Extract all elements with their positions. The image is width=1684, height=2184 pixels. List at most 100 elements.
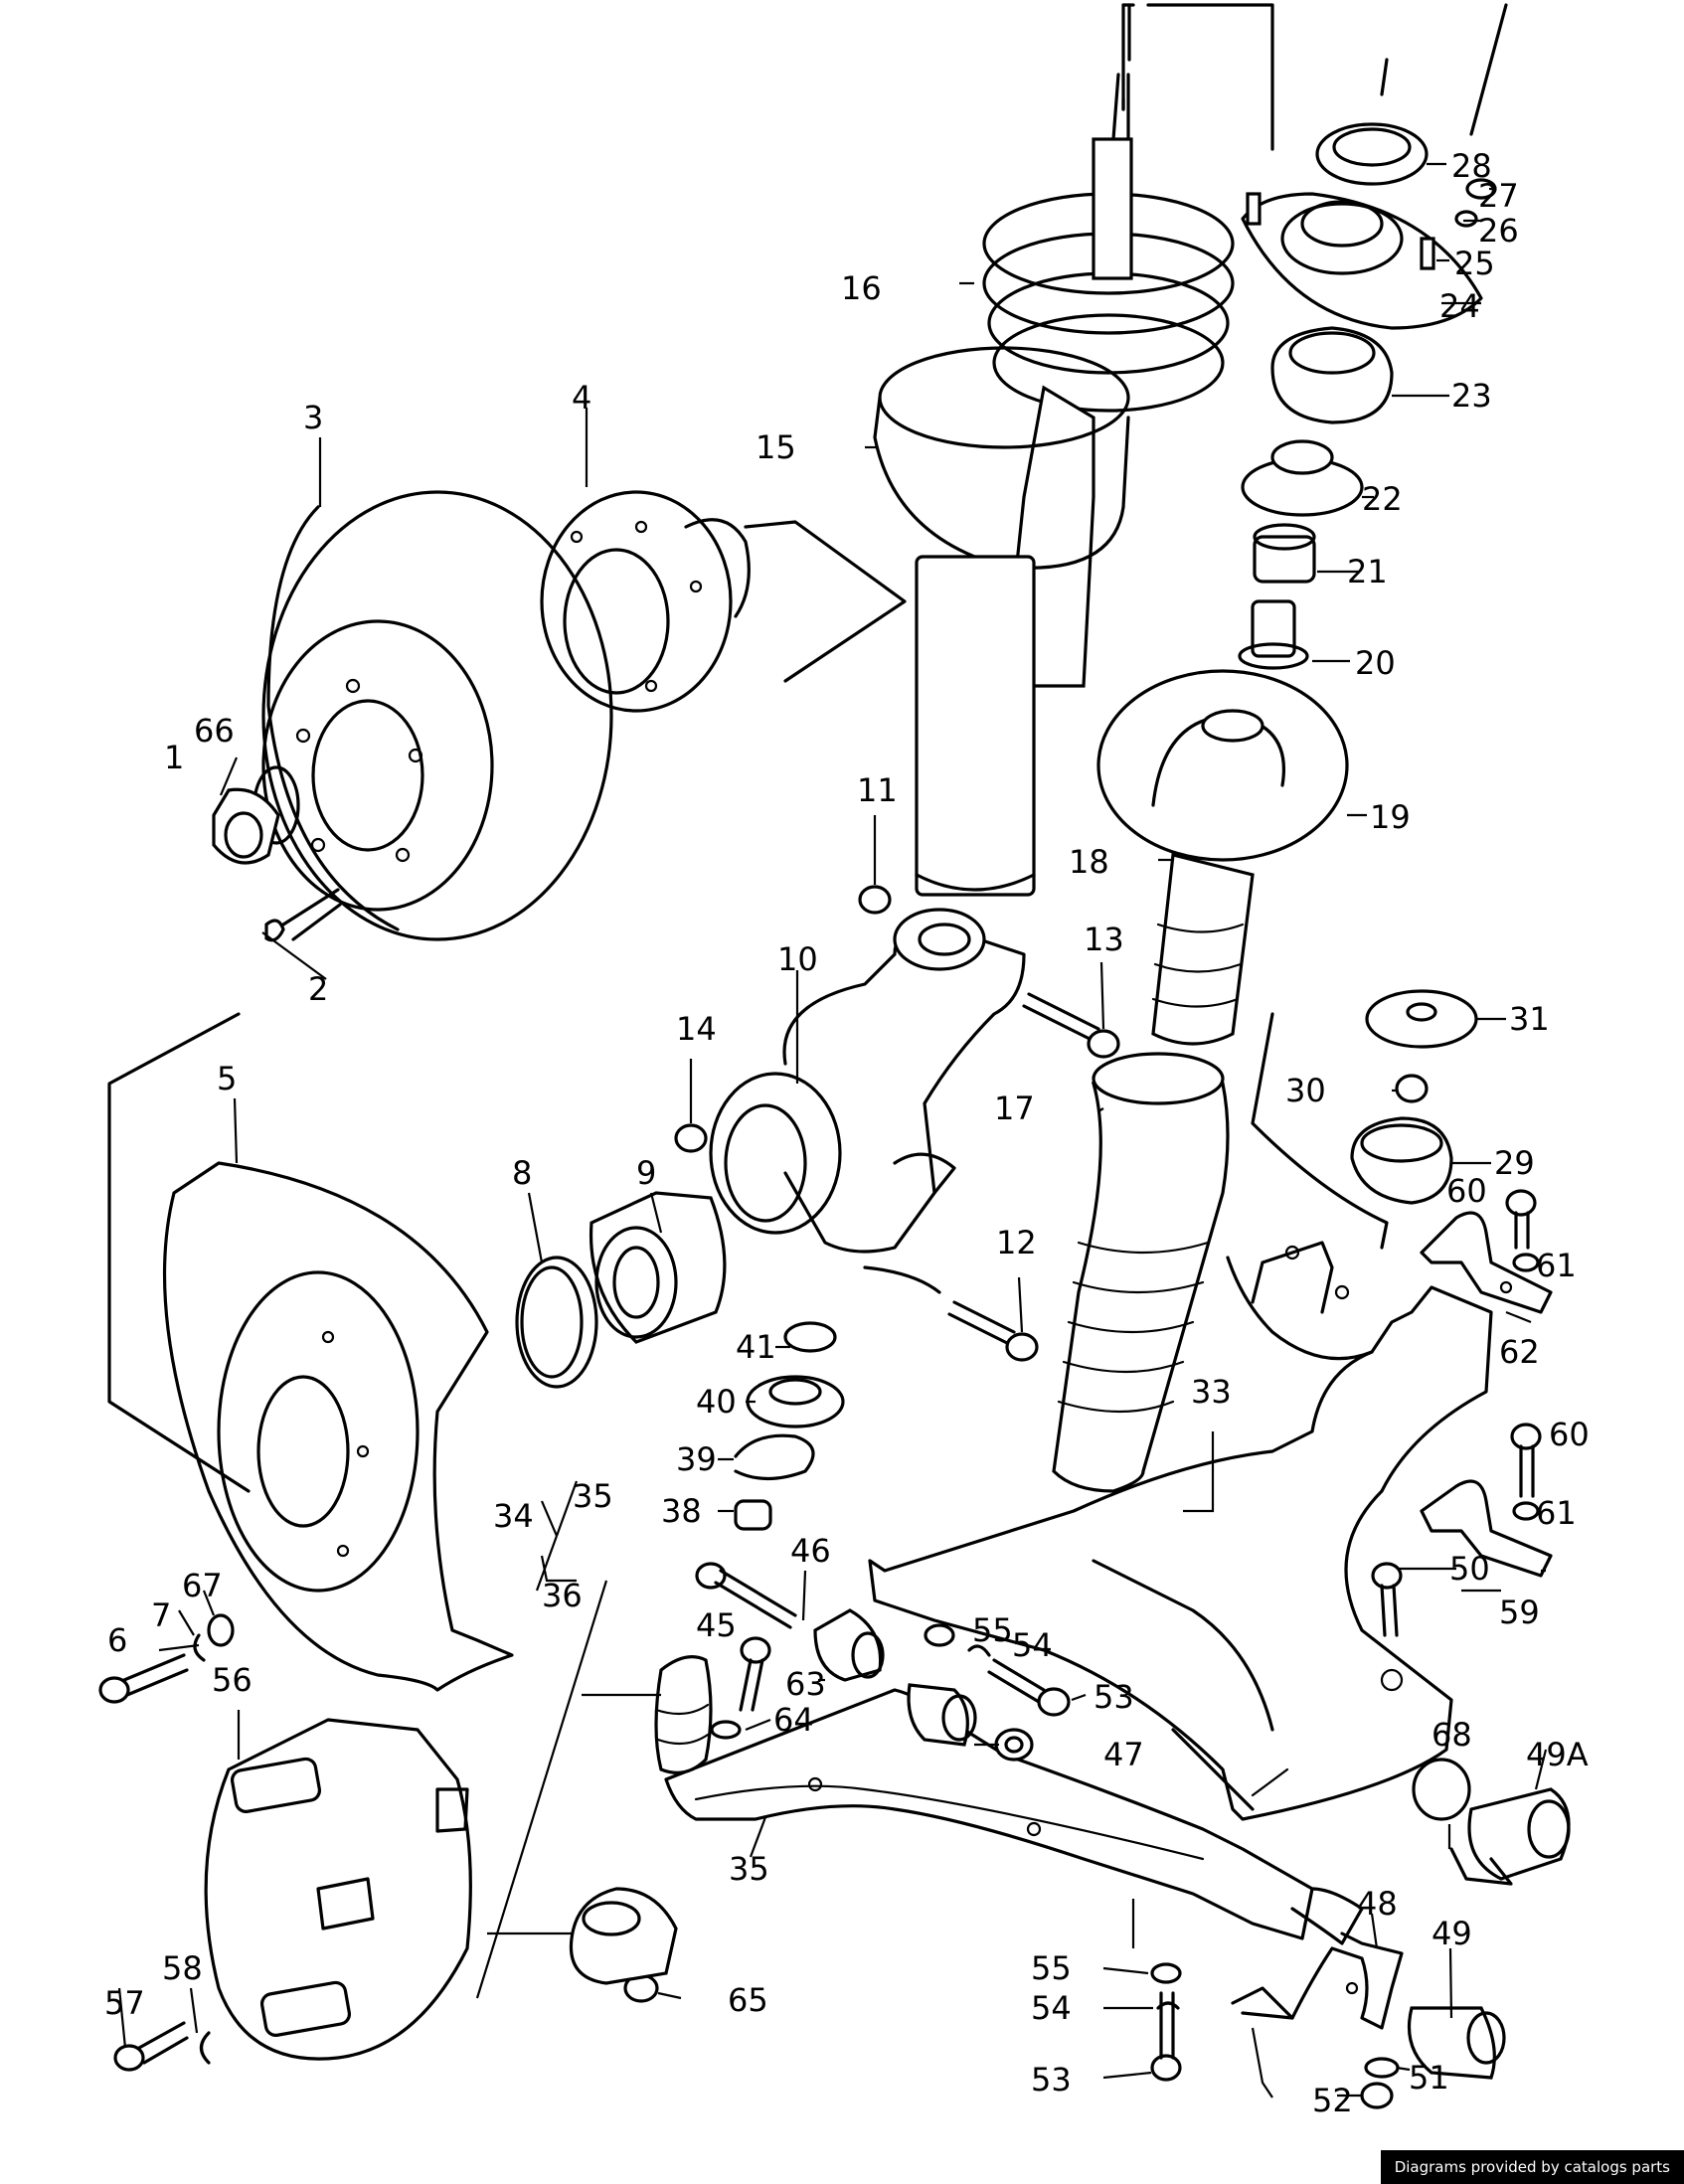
part-20-sleeve [1238, 599, 1309, 670]
part-50-bolt [1371, 1562, 1403, 1637]
part-57-bolt [113, 2021, 189, 2072]
part-59-clamp [1420, 1479, 1553, 1578]
part-31-washer [1365, 989, 1478, 1049]
part-label-34: 34 [493, 1497, 534, 1535]
part-53-bolt-lower [1150, 1991, 1182, 2082]
part-label-21: 21 [1347, 553, 1388, 590]
part-23-bearing [1270, 326, 1394, 424]
part-label-54b: 54 [1031, 1989, 1072, 2027]
part-14-nut [674, 1123, 708, 1153]
part-6-bolt [98, 1653, 189, 1704]
part-35b-mount [569, 1887, 678, 1985]
part-label-45: 45 [696, 1606, 737, 1644]
part-label-29: 29 [1494, 1144, 1535, 1182]
part-label-57: 57 [104, 1984, 145, 2022]
part-label-63: 63 [785, 1665, 826, 1703]
part-13-bolt [1022, 992, 1120, 1059]
part-56-caliper [204, 1718, 472, 2061]
part-label-61: 61 [1536, 1247, 1577, 1284]
part-label-66: 66 [194, 712, 235, 750]
part-label-41: 41 [736, 1328, 776, 1366]
part-label-54: 54 [1012, 1626, 1053, 1664]
part-label-5: 5 [217, 1060, 238, 1097]
part-29-cap [1251, 1012, 1453, 1250]
part-30-nut [1395, 1074, 1429, 1103]
part-label-11: 11 [857, 771, 898, 809]
part-label-62: 62 [1499, 1333, 1540, 1371]
part-47-bushing [907, 1683, 977, 1747]
part-28-ring [1315, 3, 1508, 186]
part-label-50: 50 [1449, 1550, 1490, 1588]
part-label-39: 39 [676, 1440, 717, 1478]
part-label-48: 48 [1357, 1885, 1398, 1923]
part-60-bolts [1505, 1189, 1542, 1498]
part-label-35: 35 [573, 1477, 613, 1515]
part-label-7: 7 [151, 1596, 172, 1634]
part-53-54-55-upper [924, 1623, 1071, 1717]
part-33-subframe [868, 1241, 1493, 1821]
part-label-61b: 61 [1536, 1494, 1577, 1532]
part-21-bushing [1253, 523, 1316, 584]
part-18-bump-stop [1151, 853, 1255, 1046]
part-46-bushing [813, 1608, 885, 1682]
part-68-ring [1412, 1758, 1471, 1821]
part-label-55: 55 [972, 1611, 1013, 1649]
part-label-65: 65 [728, 1981, 768, 2019]
part-58-clip [199, 2031, 211, 2065]
part-label-27: 27 [1478, 177, 1519, 215]
part-17-boot [1052, 1052, 1230, 1493]
part-39-circlip [734, 1433, 815, 1481]
part-8-circlip [515, 1256, 598, 1389]
part-label-33: 33 [1191, 1373, 1232, 1411]
part-label-9: 9 [636, 1154, 657, 1192]
part-label-40: 40 [696, 1383, 737, 1421]
part-label-17: 17 [994, 1090, 1035, 1127]
part-label-49A: 49A [1526, 1736, 1589, 1773]
part-49-bushing [1407, 2006, 1506, 2080]
part-label-20: 20 [1355, 644, 1396, 682]
part-label-1: 1 [164, 739, 185, 776]
part-67-washer [207, 1613, 235, 1647]
part-49A-bushing-clamp [1449, 1787, 1571, 1886]
part-51-52-nuts [1360, 2057, 1400, 2109]
part-label-51: 51 [1409, 2059, 1449, 2097]
part-label-8: 8 [512, 1154, 533, 1192]
part-10-steering-knuckle [709, 908, 1026, 1294]
part-1-hub-nut [212, 787, 280, 865]
part-22-seat [1241, 439, 1364, 517]
part-label-26: 26 [1478, 212, 1519, 250]
part-label-23: 23 [1451, 377, 1492, 415]
part-4-wheel-hub [540, 490, 907, 713]
part-label-60: 60 [1446, 1172, 1487, 1210]
part-3-brake-disc [261, 490, 613, 941]
part-40-bush [746, 1375, 845, 1428]
leader-lines [117, 162, 1548, 2099]
part-label-35b: 35 [729, 1850, 769, 1888]
part-label-18: 18 [1069, 843, 1109, 881]
part-label-59: 59 [1499, 1594, 1540, 1631]
part-label-31: 31 [1509, 1000, 1550, 1038]
part-label-53b: 53 [1031, 2061, 1072, 2099]
part-label-2: 2 [308, 970, 329, 1008]
part-label-38: 38 [661, 1492, 702, 1530]
part-63-bolt [739, 1636, 771, 1712]
part-label-52: 52 [1312, 2082, 1353, 2119]
part-label-46: 46 [790, 1532, 831, 1570]
part-label-53: 53 [1094, 1678, 1134, 1716]
part-label-19: 19 [1370, 798, 1411, 836]
part-38-sleeve [734, 1499, 772, 1531]
part-label-24: 24 [1439, 287, 1480, 325]
part-label-58: 58 [162, 1949, 203, 1987]
part-label-13: 13 [1084, 921, 1124, 958]
part-label-60b: 60 [1549, 1416, 1590, 1453]
part-label-3: 3 [303, 399, 324, 436]
part-label-36: 36 [542, 1577, 583, 1614]
part-label-14: 14 [676, 1010, 717, 1048]
part-label-68: 68 [1431, 1716, 1472, 1754]
part-11-nut [858, 885, 892, 915]
part-label-30: 30 [1285, 1072, 1326, 1109]
part-label-6: 6 [107, 1621, 128, 1659]
part-64-washer [710, 1720, 742, 1740]
